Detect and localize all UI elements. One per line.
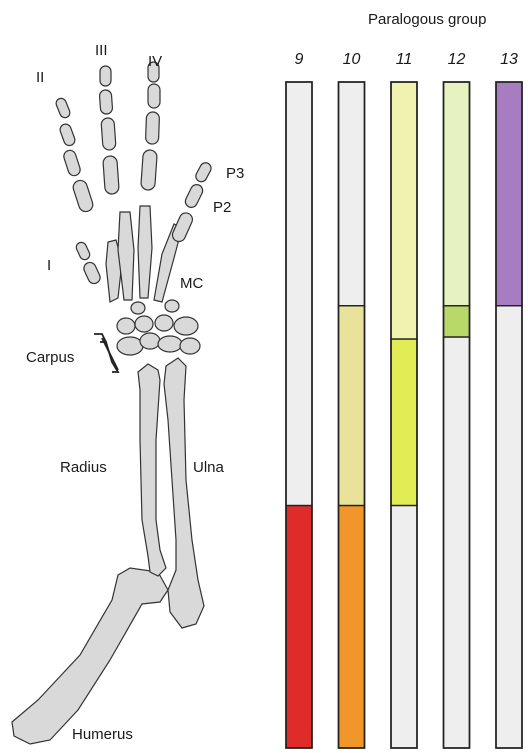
- digit-I-bones: [75, 241, 102, 286]
- column-12-segment-2: [444, 337, 470, 748]
- label-digit-IV: IV: [148, 53, 162, 70]
- column-9: 9: [286, 51, 312, 748]
- column-12-segment-0: [444, 82, 470, 306]
- column-10-segment-2: [339, 506, 365, 748]
- radius-bone: [138, 364, 166, 576]
- metacarpal-bones: [106, 206, 182, 302]
- label-digit-III: III: [95, 42, 108, 59]
- column-11-segment-2: [391, 506, 417, 748]
- label-humerus: Humerus: [72, 726, 133, 743]
- digit-III-bones: [99, 66, 119, 194]
- label-ulna: Ulna: [193, 459, 225, 476]
- column-13-segment-0: [496, 82, 522, 306]
- forelimb-skeleton: [12, 62, 213, 744]
- column-10-segment-1: [339, 306, 365, 506]
- humerus-bone: [12, 568, 168, 744]
- ulna-bone: [164, 358, 204, 628]
- paralogous-group-title: Paralogous group: [368, 11, 486, 28]
- carpus-bracket: [94, 334, 118, 372]
- label-radius: Radius: [60, 459, 107, 476]
- label-digit-I: I: [47, 257, 51, 274]
- column-13-segment-1: [496, 306, 522, 748]
- column-12-segment-1: [444, 306, 470, 337]
- column-label-11: 11: [396, 51, 413, 68]
- column-11: 11: [391, 51, 417, 748]
- label-mc: MC: [180, 275, 203, 292]
- column-label-9: 9: [295, 51, 304, 68]
- column-10-segment-0: [339, 82, 365, 306]
- column-13: 13: [496, 51, 522, 748]
- column-10: 10: [339, 51, 365, 748]
- column-label-13: 13: [500, 51, 518, 68]
- column-11-segment-1: [391, 339, 417, 506]
- digit-II-bones: [55, 97, 95, 214]
- label-p2: P2: [213, 199, 231, 216]
- column-12: 12: [444, 51, 470, 748]
- column-label-10: 10: [343, 51, 361, 68]
- column-9-segment-0: [286, 82, 312, 506]
- label-digit-II: II: [36, 69, 44, 86]
- label-carpus: Carpus: [26, 349, 74, 366]
- column-11-segment-0: [391, 82, 417, 339]
- carpus-bones: [117, 300, 200, 355]
- digit-IV-bones: [141, 62, 160, 190]
- digit-V-bones: [170, 161, 213, 244]
- column-9-segment-1: [286, 506, 312, 748]
- paralogous-columns: 9 10 11 12 13: [286, 51, 522, 748]
- column-label-12: 12: [448, 51, 466, 68]
- label-p3: P3: [226, 165, 244, 182]
